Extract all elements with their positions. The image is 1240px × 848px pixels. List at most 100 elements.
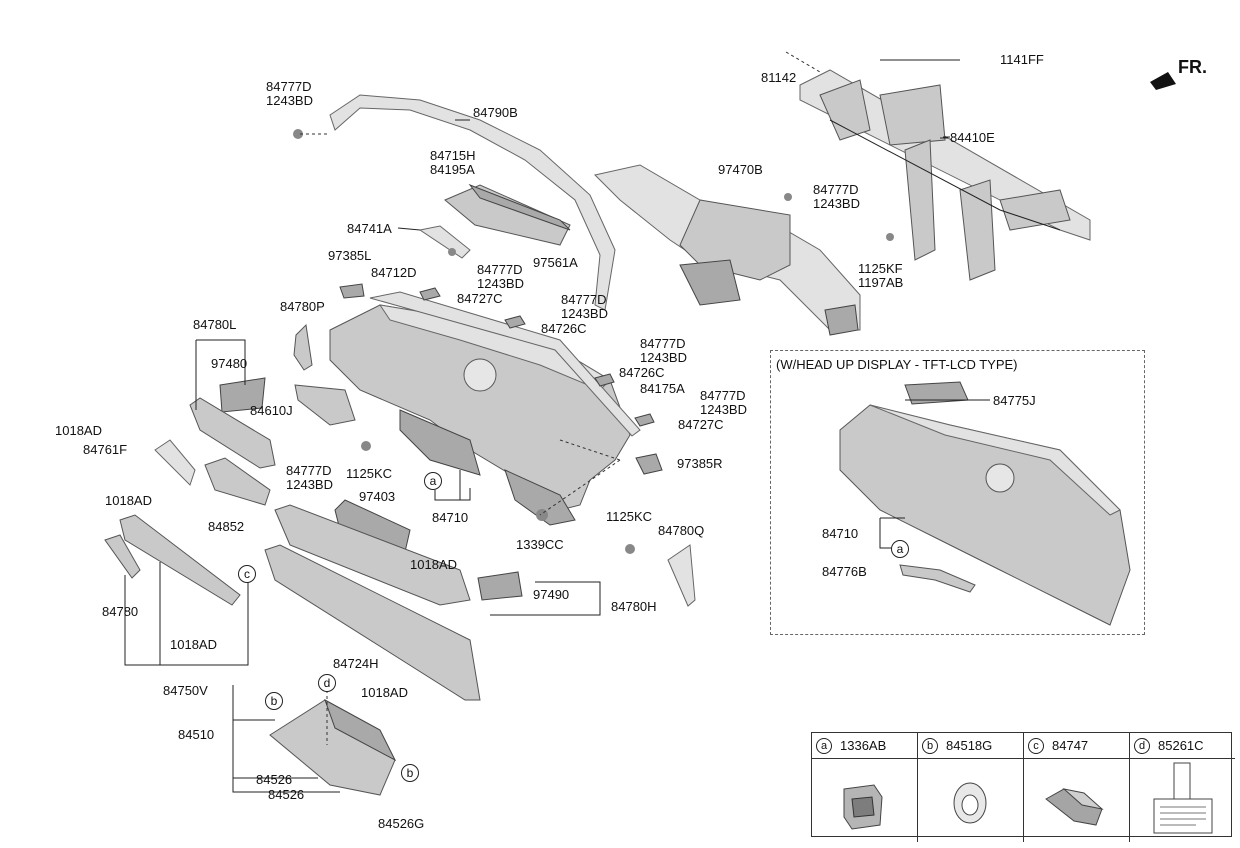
- label-97470B: 97470B: [718, 162, 763, 177]
- legend-header-c: c 84747: [1024, 733, 1130, 759]
- label-84777D: 84777D: [640, 336, 686, 351]
- side-cover-84741A: [418, 225, 471, 259]
- label-84175A: 84175A: [640, 381, 685, 396]
- label-97490: 97490: [533, 587, 570, 602]
- label-84712D: 84712D: [371, 265, 417, 280]
- legend-key: d: [1134, 737, 1150, 754]
- label-97403: 97403: [359, 489, 396, 504]
- legend-key: b: [922, 737, 938, 754]
- label-1243BD: 1243BD: [286, 477, 333, 492]
- fastener-legend-table: a 1336AB b 84518G c 84747 d 85261C: [811, 732, 1235, 842]
- label-84724H: 84724H: [333, 656, 379, 671]
- legend-part-number: 1336AB: [840, 738, 887, 753]
- legend-part-number: 85261C: [1158, 738, 1204, 753]
- hud-section-title: (W/HEAD UP DISPLAY - TFT-LCD TYPE): [776, 357, 1018, 372]
- label-1141FF: 1141FF: [1000, 52, 1044, 67]
- front-direction-arrow-icon: [1150, 72, 1176, 90]
- hud-bracket-84776B: [899, 564, 976, 593]
- legend-part-number: 84747: [1052, 738, 1089, 753]
- label-84526: 84526: [268, 787, 305, 802]
- label-84790B: 84790B: [473, 105, 518, 120]
- label-84727C: 84727C: [457, 291, 503, 306]
- callout-a: a: [424, 472, 442, 490]
- label-84777D: 84777D: [477, 262, 523, 277]
- callout-b: b: [401, 764, 419, 782]
- label-84526G: 84526G: [378, 816, 425, 831]
- leader-lines: [124, 59, 990, 793]
- legend-image-clip-1336AB: [812, 759, 918, 842]
- vent-97490: [477, 571, 523, 601]
- side-panel-84780P: [293, 323, 313, 371]
- label-84727C: 84727C: [678, 417, 724, 432]
- lower-trim-84724H: [264, 544, 481, 701]
- label-1243BD: 1243BD: [561, 306, 608, 321]
- side-vent-97480: [219, 377, 266, 413]
- label-84780P: 84780P: [280, 299, 325, 314]
- callout-b: b: [265, 692, 283, 710]
- center-grille-84715H: [444, 183, 571, 246]
- label-1018AD: 1018AD: [361, 685, 408, 700]
- cover-84780Q: [667, 544, 696, 607]
- legend-key: a: [816, 737, 832, 754]
- label-84526: 84526: [256, 772, 293, 787]
- label-84710: 84710: [822, 526, 859, 541]
- fasteners: [293, 129, 894, 554]
- cluster-housing-84610J: [294, 384, 356, 426]
- crash-pad-upper-strip-84790B: [329, 94, 616, 311]
- label-84195A: 84195A: [430, 162, 475, 177]
- callout-d: d: [318, 674, 336, 692]
- label-84777D: 84777D: [813, 182, 859, 197]
- label-84610J: 84610J: [250, 403, 293, 418]
- legend-key: c: [1028, 737, 1044, 754]
- cowl-cross-bar-84410E: [799, 69, 1091, 281]
- front-direction-label: FR.: [1178, 57, 1207, 77]
- label-84780L: 84780L: [193, 317, 237, 332]
- label-97385L: 97385L: [328, 248, 372, 263]
- callout-c: c: [238, 565, 256, 583]
- label-1018AD: 1018AD: [170, 637, 217, 652]
- label-1243BD: 1243BD: [813, 196, 860, 211]
- label-1243BD: 1243BD: [640, 350, 687, 365]
- label-84410E: 84410E: [950, 130, 995, 145]
- legend-image-label-85261C: [1130, 759, 1235, 842]
- label-84777D: 84777D: [266, 79, 312, 94]
- lower-cover-84852: [204, 457, 271, 506]
- label-84750V: 84750V: [163, 683, 208, 698]
- label-84761F: 84761F: [83, 442, 128, 457]
- callout-a: a: [891, 540, 909, 558]
- label-1197AB: 1197AB: [858, 275, 904, 290]
- label-84726C: 84726C: [541, 321, 587, 336]
- legend-header-b: b 84518G: [918, 733, 1024, 759]
- label-1243BD: 1243BD: [477, 276, 524, 291]
- label-84780: 84780: [102, 604, 139, 619]
- label-84777D: 84777D: [561, 292, 607, 307]
- label-84715H: 84715H: [430, 148, 476, 163]
- legend-header-a: a 1336AB: [812, 733, 918, 759]
- label-84776B: 84776B: [822, 564, 867, 579]
- label-1243BD: 1243BD: [700, 402, 747, 417]
- lower-panel-84750V: [119, 514, 241, 606]
- label-97385R: 97385R: [677, 456, 723, 471]
- label-97561A: 97561A: [533, 255, 578, 270]
- label-1339CC: 1339CC: [516, 537, 564, 552]
- label-97480: 97480: [211, 356, 248, 371]
- label-1018AD: 1018AD: [105, 493, 152, 508]
- hud-variant-inset: [770, 350, 1145, 635]
- label-1243BD: 1243BD: [266, 93, 313, 108]
- legend-part-number: 84518G: [946, 738, 993, 753]
- label-84780H: 84780H: [611, 599, 657, 614]
- center-trim-84780H: [274, 504, 471, 606]
- legend-image-clip-84747: [1024, 759, 1130, 842]
- label-84777D: 84777D: [286, 463, 332, 478]
- center-air-duct-97470B: [594, 164, 861, 336]
- lower-panel-84780: [104, 534, 141, 579]
- label-84710: 84710: [432, 510, 469, 525]
- label-84741A: 84741A: [347, 221, 392, 236]
- label-1018AD: 1018AD: [55, 423, 102, 438]
- side-cover-84761F: [154, 439, 196, 486]
- label-1125KC: 1125KC: [346, 466, 393, 481]
- label-84777D: 84777D: [700, 388, 746, 403]
- glove-box-84510: [269, 698, 397, 796]
- legend-image-fastener-84518G: [918, 759, 1024, 842]
